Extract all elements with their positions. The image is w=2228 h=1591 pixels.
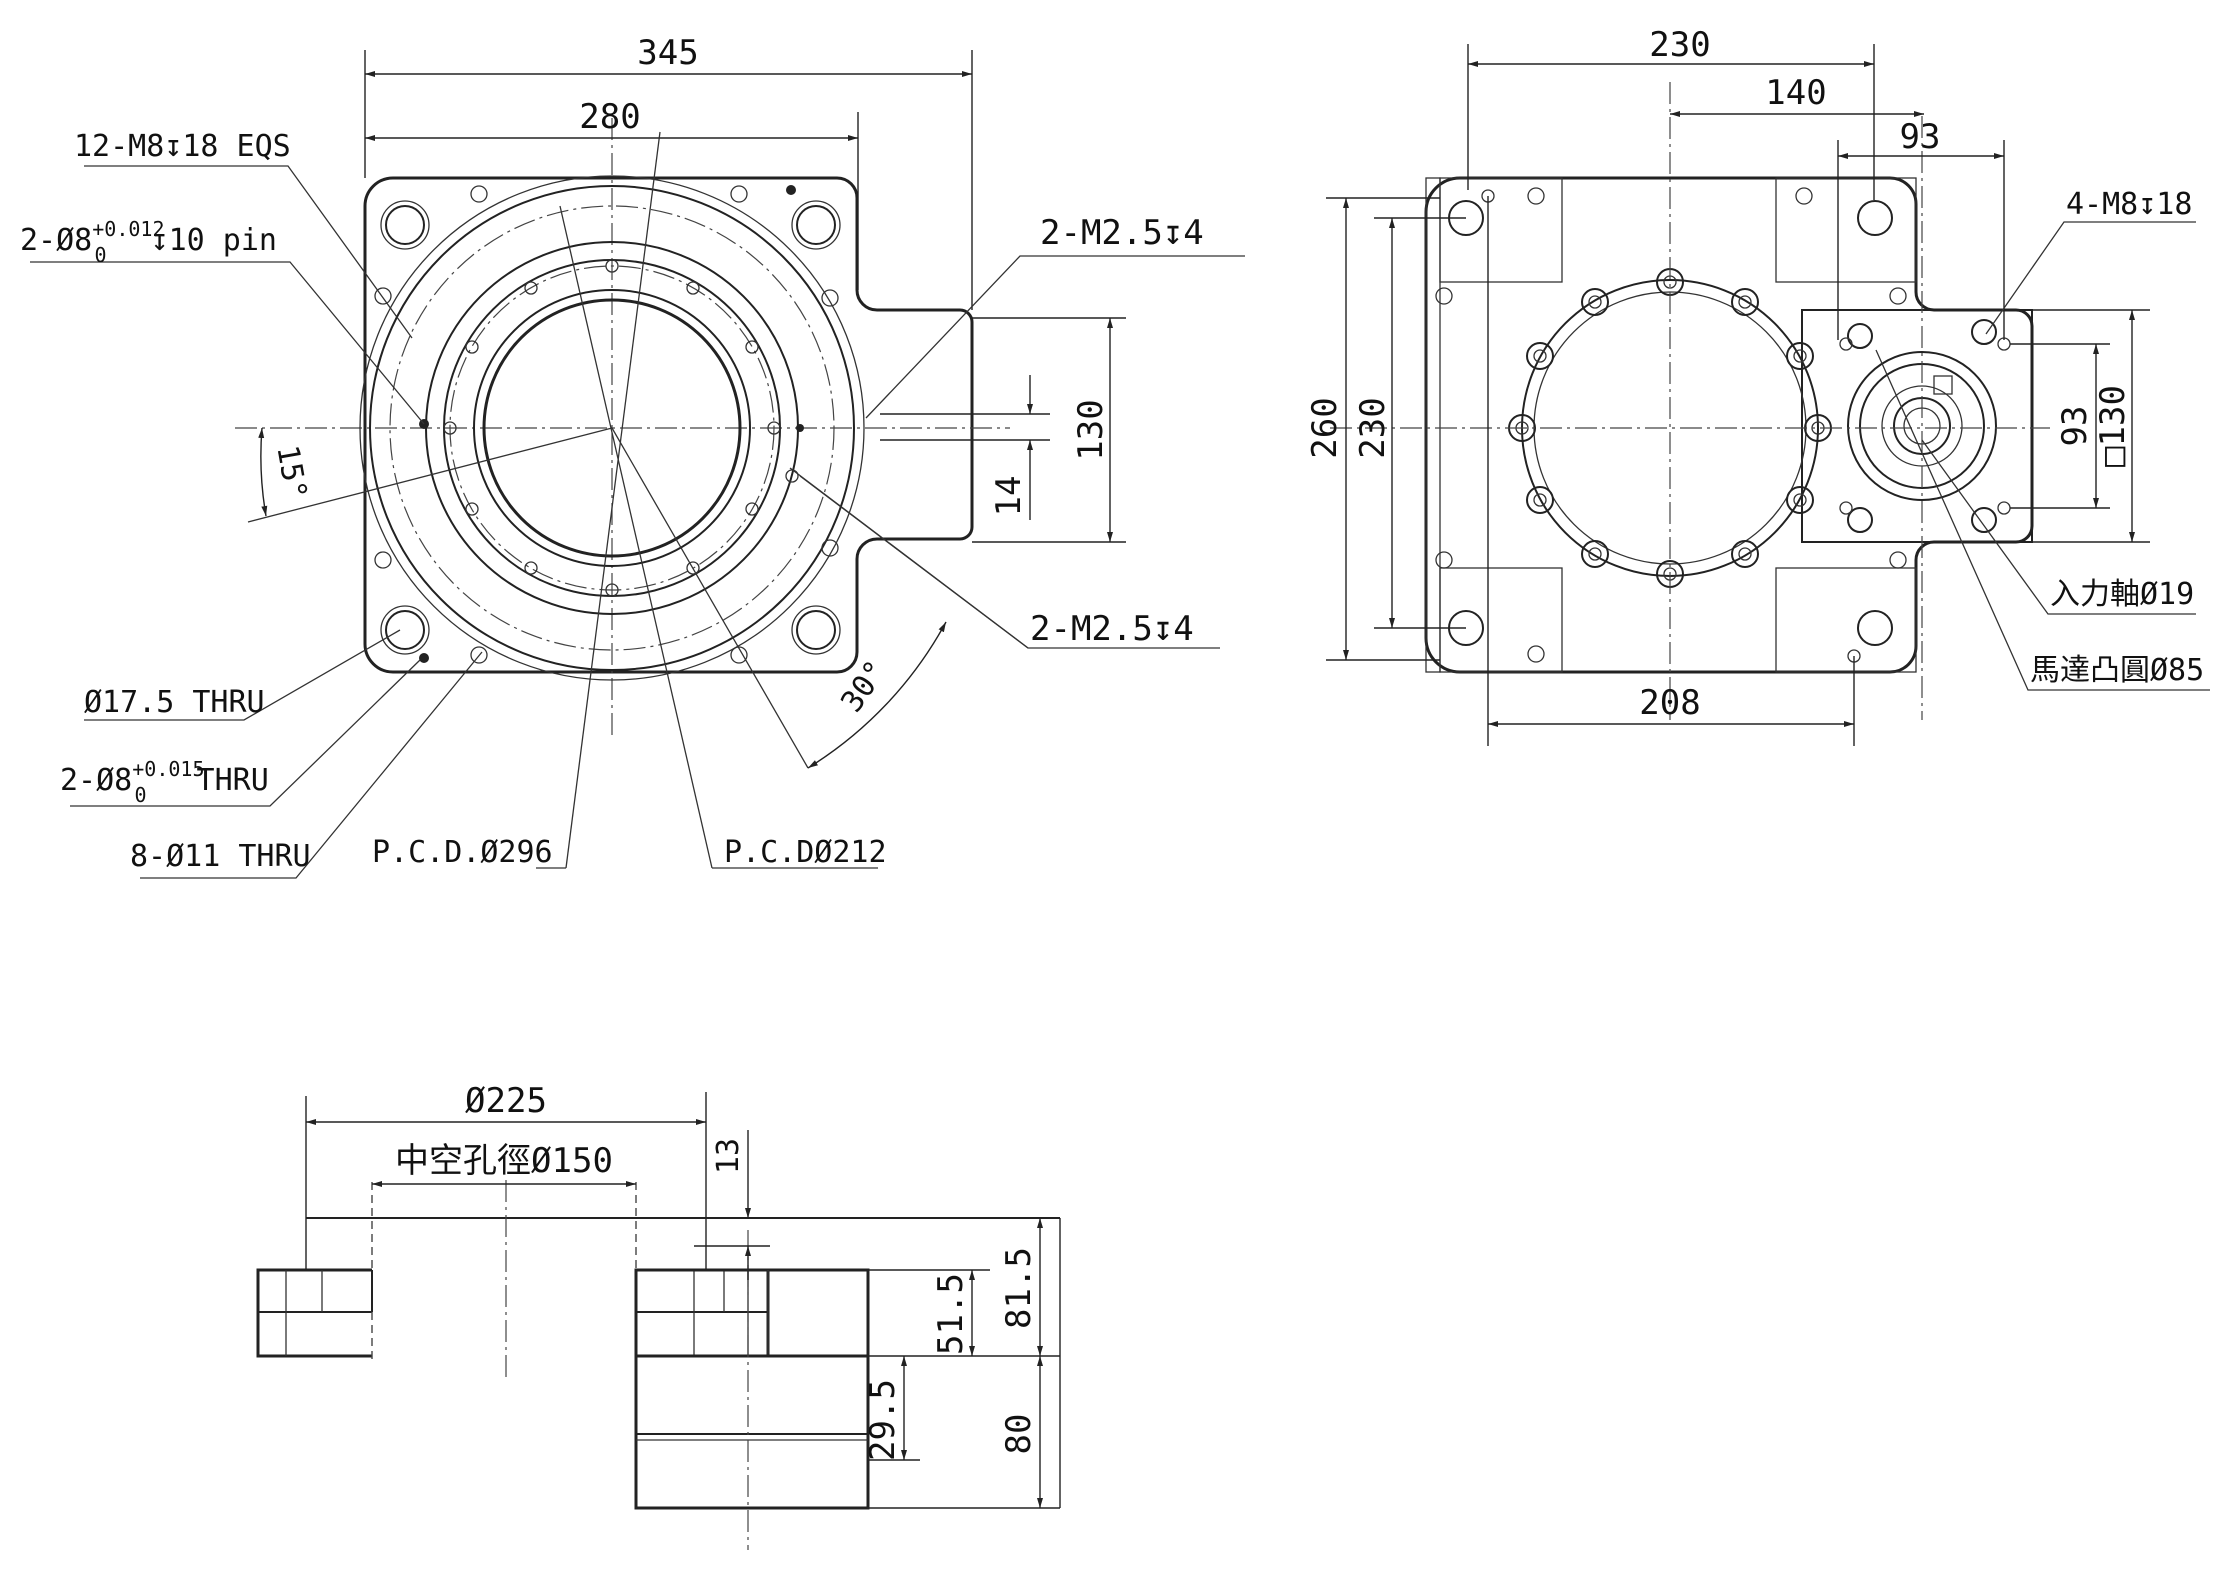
side-dim-225: Ø225: [465, 1081, 547, 1121]
rear-callout-motor-boss: 馬達凸圓Ø85: [2030, 653, 2204, 688]
pin-prefix: 2-Ø8: [20, 223, 92, 258]
pcd-296: P.C.D.Ø296: [372, 835, 553, 870]
callout-8-11-thru: 8-Ø11 THRU: [130, 839, 311, 874]
rear-dim-140: 140: [1765, 73, 1826, 113]
pin-tol-upper: +0.012: [92, 217, 164, 241]
side-dim-815: 81.5: [999, 1247, 1039, 1329]
housing-outline: [363, 176, 974, 674]
side-dim-515: 51.5: [931, 1273, 971, 1355]
dim-130: 130: [1071, 399, 1111, 460]
thru-tol-lower: 0: [135, 783, 147, 807]
thru-tol-upper: +0.015: [132, 757, 204, 781]
rear-callout-input-shaft: 入力軸Ø19: [2050, 577, 2194, 612]
thru-prefix: 2-Ø8: [60, 763, 132, 798]
rear-dim-93-top: 93: [1900, 117, 1941, 157]
side-dim-80: 80: [999, 1414, 1039, 1455]
outer-bolt-holes: [374, 185, 839, 664]
corner-holes: [380, 200, 841, 655]
dim-14: 14: [989, 476, 1029, 517]
callout-m25-upper: 2-M2.5↧4: [1040, 213, 1204, 253]
dim-280: 280: [579, 97, 640, 137]
side-dim-hollow-150: 中空孔徑Ø150: [395, 1141, 613, 1181]
rear-dim-230-top: 230: [1649, 25, 1710, 65]
side-dim-295: 29.5: [863, 1379, 903, 1461]
rear-dim-230-side: 230: [1353, 397, 1393, 458]
top-view: 345 280 130 14 15° 30° P.C.D.Ø296 P.C.DØ…: [20, 33, 1245, 879]
side-dim-13: 13: [711, 1138, 746, 1174]
rear-view: 230 140 93 260 230 208 93 □130: [1305, 25, 2210, 746]
angle-15: 15°: [269, 443, 313, 502]
rear-dim-130-square: □130: [2093, 385, 2133, 467]
rear-dim-260: 260: [1305, 397, 1345, 458]
callout-12-m8: 12-M8↧18 EQS: [74, 129, 291, 164]
pcd-212: P.C.DØ212: [724, 835, 887, 870]
thru-suffix: THRU: [197, 763, 269, 798]
rear-dim-93-side: 93: [2055, 406, 2095, 447]
pin-tol-lower: 0: [95, 243, 107, 267]
rear-dim-208: 208: [1639, 683, 1700, 723]
callout-175-thru: Ø17.5 THRU: [84, 685, 265, 720]
inner-bolt-holes: [443, 259, 781, 597]
rear-callout-4-m8: 4-M8↧18: [2066, 187, 2192, 222]
dim-345: 345: [637, 33, 698, 73]
pin-suffix: ↧10 pin: [151, 223, 277, 258]
side-view: Ø225 中空孔徑Ø150 13 81.5 51.5 29.5 80: [256, 1081, 1061, 1550]
callout-m25-lower: 2-M2.5↧4: [1030, 609, 1194, 649]
angle-30: 30°: [834, 654, 894, 718]
